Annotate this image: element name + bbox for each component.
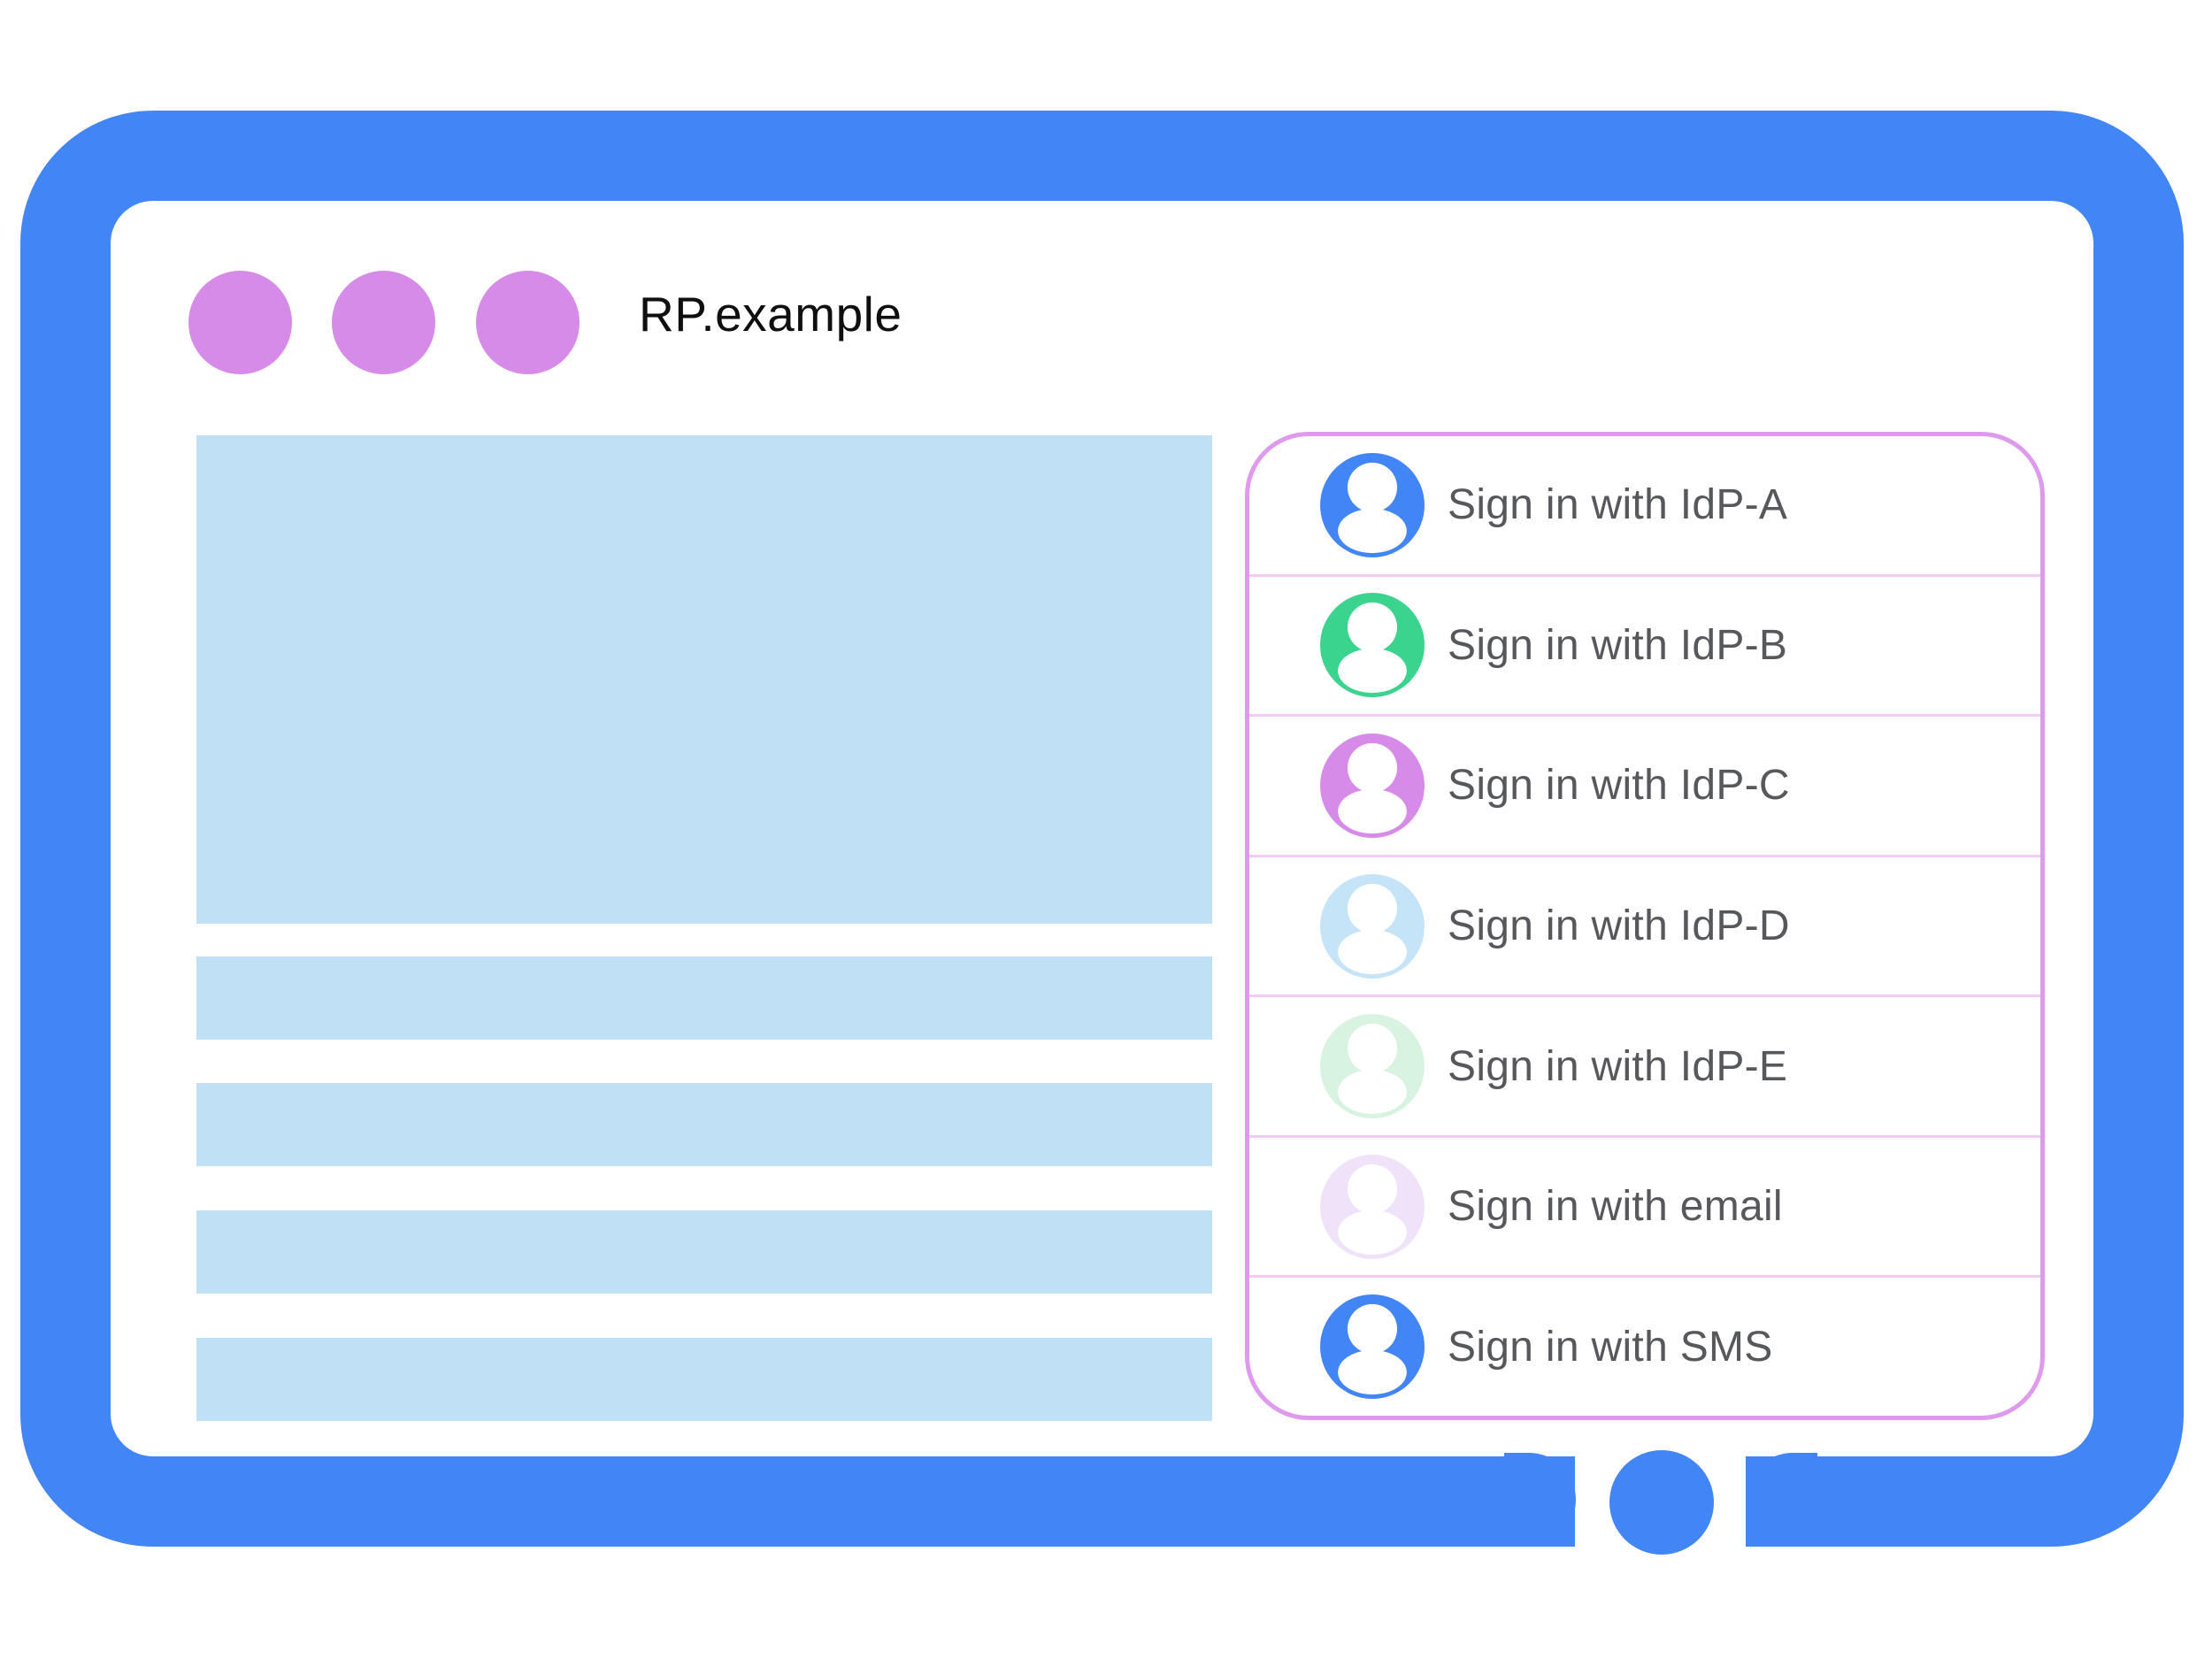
user-avatar-icon <box>1320 593 1425 698</box>
user-avatar-icon <box>1320 452 1425 557</box>
signin-option-label: Sign in with IdP-A <box>1448 481 1788 529</box>
signin-option-idp-b[interactable]: Sign in with IdP-B <box>1249 573 2040 715</box>
user-avatar-icon <box>1320 1014 1425 1119</box>
content-placeholder-bar <box>196 1338 1212 1421</box>
signin-option-label: Sign in with SMS <box>1448 1323 1773 1371</box>
window-control-dot-3[interactable] <box>476 271 580 374</box>
user-avatar-icon <box>1320 1154 1425 1259</box>
signin-option-idp-a[interactable]: Sign in with IdP-A <box>1249 436 2040 574</box>
signin-option-label: Sign in with email <box>1448 1183 1783 1231</box>
signin-option-idp-c[interactable]: Sign in with IdP-C <box>1249 714 2040 855</box>
content-placeholder-bar <box>196 1210 1212 1294</box>
content-placeholder-bar <box>196 1083 1212 1166</box>
page-title: RP.example <box>639 287 902 342</box>
signin-option-label: Sign in with IdP-E <box>1448 1042 1788 1090</box>
user-avatar-icon <box>1320 1294 1425 1400</box>
signin-option-idp-d[interactable]: Sign in with IdP-D <box>1249 854 2040 995</box>
frame-bottom-right-cap <box>1746 1453 1817 1547</box>
window-control-dot-2[interactable] <box>332 271 435 374</box>
signin-option-label: Sign in with IdP-B <box>1448 621 1788 669</box>
signin-option-idp-e[interactable]: Sign in with IdP-E <box>1249 995 2040 1135</box>
user-avatar-icon <box>1320 733 1425 838</box>
signin-option-label: Sign in with IdP-C <box>1448 762 1790 810</box>
signin-option-label: Sign in with IdP-D <box>1448 902 1790 950</box>
window-control-dot-1[interactable] <box>188 271 292 374</box>
signin-panel: Sign in with IdP-A Sign in with IdP-B Si… <box>1245 432 2045 1420</box>
user-avatar-icon <box>1320 873 1425 979</box>
frame-bottom-left-cap <box>1504 1453 1576 1547</box>
content-placeholder-hero <box>196 435 1212 924</box>
home-button[interactable] <box>1609 1450 1714 1555</box>
signin-option-email[interactable]: Sign in with email <box>1249 1134 2040 1276</box>
signin-option-sms[interactable]: Sign in with SMS <box>1249 1275 2040 1416</box>
content-placeholder-bar <box>196 956 1212 1040</box>
